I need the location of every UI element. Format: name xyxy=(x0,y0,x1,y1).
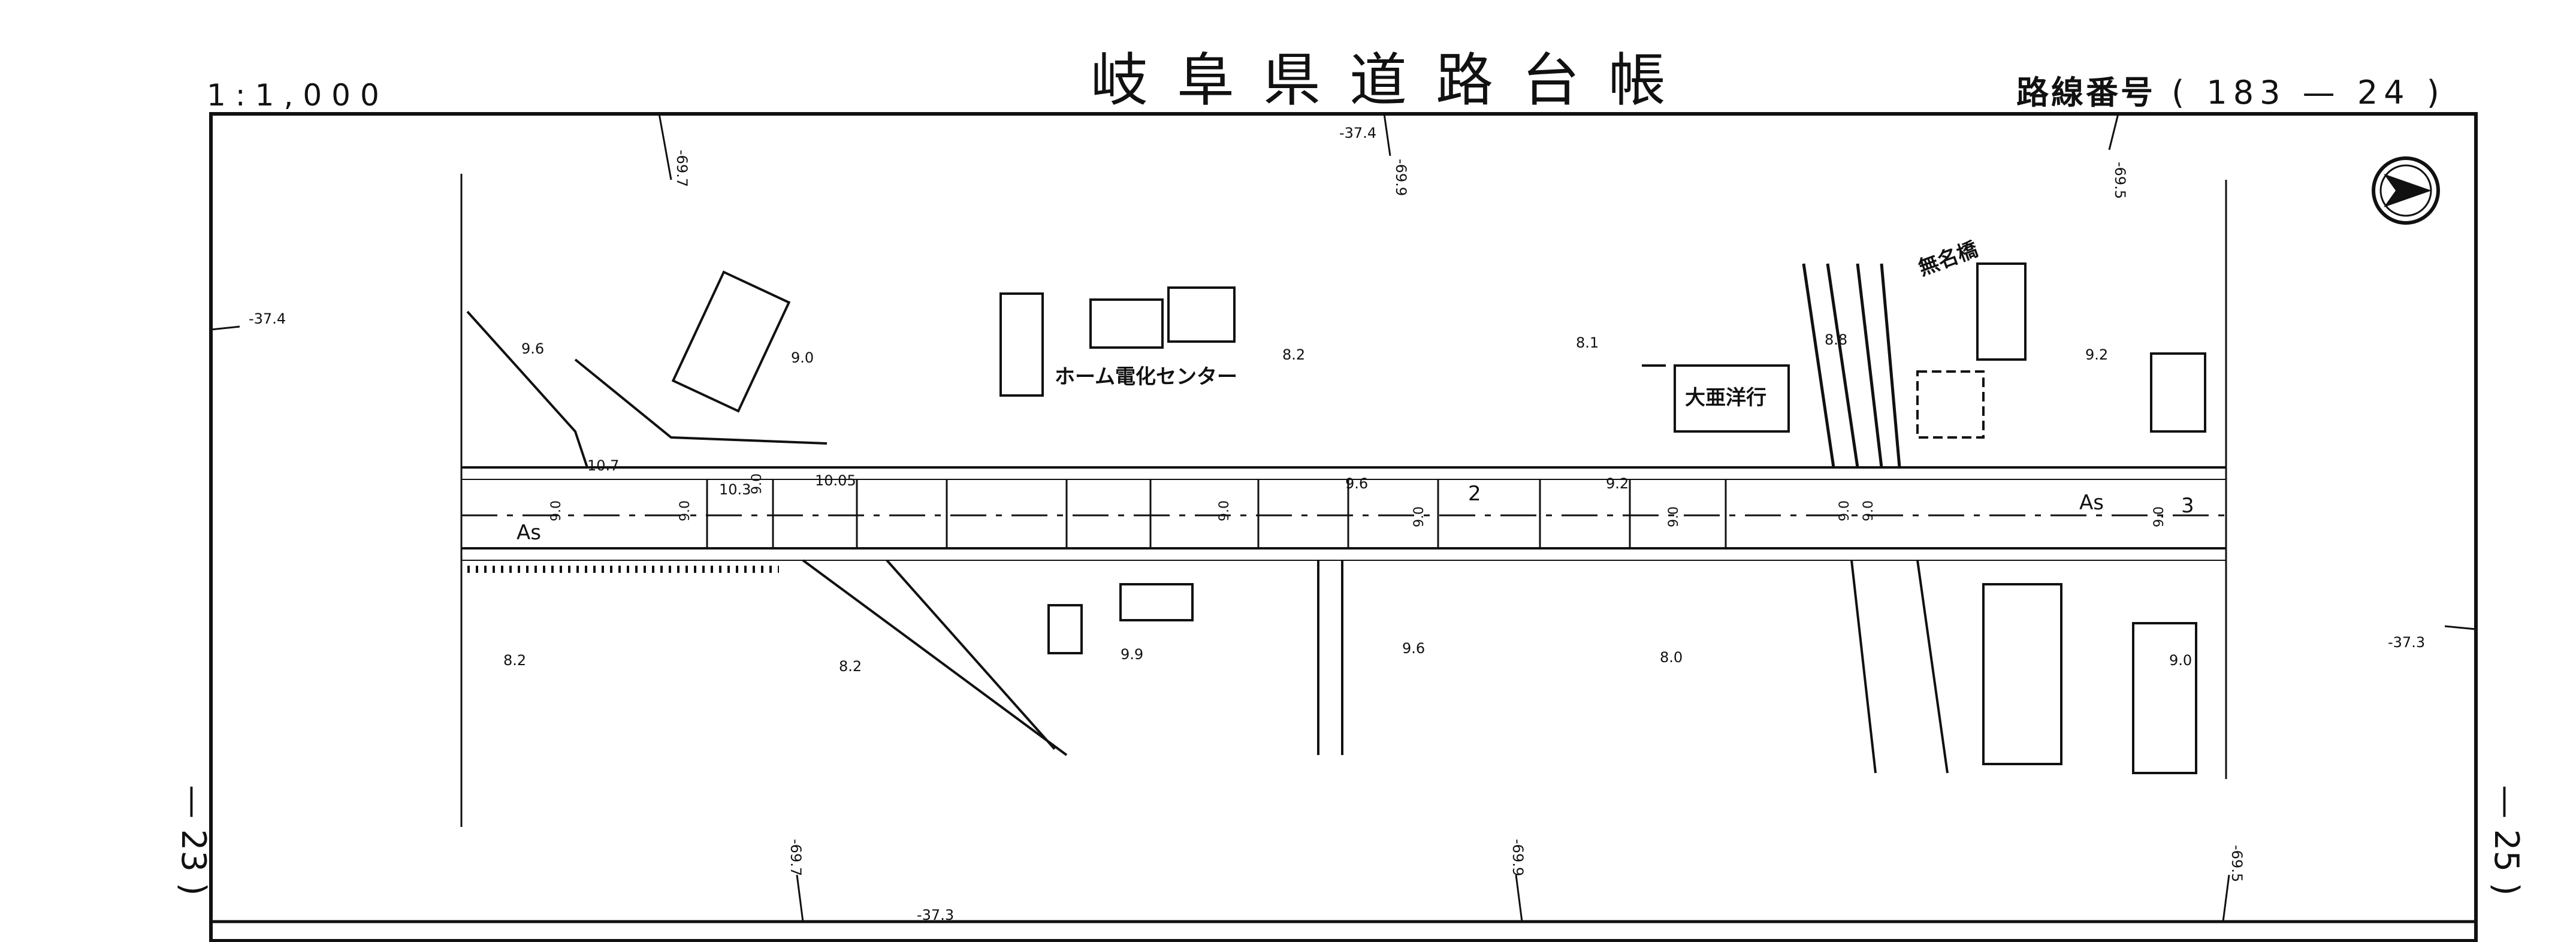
station-number: 2 xyxy=(1468,482,1481,506)
elevation-label: 8.8 xyxy=(1825,331,1847,348)
route-number-group: 路線番号 ( 183 — 24 ) xyxy=(2016,66,2445,113)
elevation-label: 9.6 xyxy=(1345,475,1368,492)
scale-label: 1:1,000 xyxy=(207,78,389,113)
elevation-label: 8.0 xyxy=(1660,649,1683,666)
railway xyxy=(1802,263,1901,468)
road-width-label: 9.0 xyxy=(2152,506,2167,527)
road-width-label: 9.0 xyxy=(1217,500,1232,521)
road-width-label: 9.0 xyxy=(678,500,693,521)
elevation-label: 10.7 xyxy=(587,457,619,474)
right-adjacent-sheet: — 25 ) xyxy=(2487,785,2526,896)
map-frame xyxy=(209,112,2478,942)
elevation-label: 9.0 xyxy=(2169,652,2192,669)
elevation-label: 9.0 xyxy=(791,349,814,366)
elevation-label: 9.2 xyxy=(2085,346,2108,363)
road-width-label: 9.0 xyxy=(1861,500,1876,521)
elevation-label: 9.6 xyxy=(521,340,544,357)
elevation-label: 8.2 xyxy=(1282,346,1305,363)
road-width-label: 9.0 xyxy=(1837,500,1852,521)
elevation-label: 9.6 xyxy=(1402,640,1425,657)
grid-coordinate: -37.3 xyxy=(917,907,954,923)
elevation-label: 8.2 xyxy=(839,658,862,675)
route-sheet: 24 xyxy=(2357,74,2411,111)
grid-ticks xyxy=(210,113,2477,922)
surface-label: As xyxy=(2079,491,2104,515)
left-adjacent-sheet: — 23 ) xyxy=(174,785,213,896)
road-width-label: 9.0 xyxy=(1666,506,1681,527)
elevation-label: 10.05 xyxy=(815,472,856,489)
north-arrow-icon xyxy=(2372,156,2440,225)
grid-coordinate: -69.7 xyxy=(787,839,804,876)
elevation-label: 8.2 xyxy=(503,652,526,669)
route-number-label: 路線番号 xyxy=(2016,74,2155,111)
road-width-label: 9.0 xyxy=(750,473,765,494)
grid-coordinate: -69.7 xyxy=(674,150,690,187)
grid-coordinate: -69.5 xyxy=(2112,162,2128,199)
route-close-paren: ) xyxy=(2426,74,2445,111)
cross-street-right xyxy=(1317,560,1949,774)
road-width-label: 9.0 xyxy=(1412,506,1427,527)
page-title: 岐阜県道路台帳 xyxy=(1091,47,1695,114)
station-number: 3 xyxy=(2181,494,2194,518)
side-street-left xyxy=(466,310,1068,756)
grid-coordinate: -69.9 xyxy=(1509,839,1526,876)
grid-coordinate: -37.3 xyxy=(2388,634,2425,651)
building-label-home-center: ホーム電化センター xyxy=(1055,365,1237,389)
width-arrows xyxy=(706,479,1727,548)
elevation-label: 10.3 xyxy=(719,481,751,498)
buildings xyxy=(671,262,2206,774)
route-open-paren: ( xyxy=(2172,74,2191,111)
grid-coordinate: -69.5 xyxy=(2228,845,2245,882)
main-road xyxy=(461,466,2226,573)
grid-coordinate: -37.4 xyxy=(249,310,286,327)
bridge-label: 無名橋 xyxy=(1915,237,1981,280)
road-width-label: 9.0 xyxy=(549,500,564,521)
building-label-daia: 大亜洋行 xyxy=(1685,386,1766,410)
surface-label: As xyxy=(517,521,541,545)
elevation-label: 9.9 xyxy=(1121,646,1143,663)
grid-coordinate: -37.4 xyxy=(1339,125,1376,141)
elevation-label: 8.1 xyxy=(1576,334,1599,351)
elevation-label: 9.2 xyxy=(1606,475,1629,492)
grid-coordinate: -69.9 xyxy=(1393,159,1409,196)
route-dash: — xyxy=(2302,74,2341,111)
route-number: 183 xyxy=(2206,74,2287,111)
